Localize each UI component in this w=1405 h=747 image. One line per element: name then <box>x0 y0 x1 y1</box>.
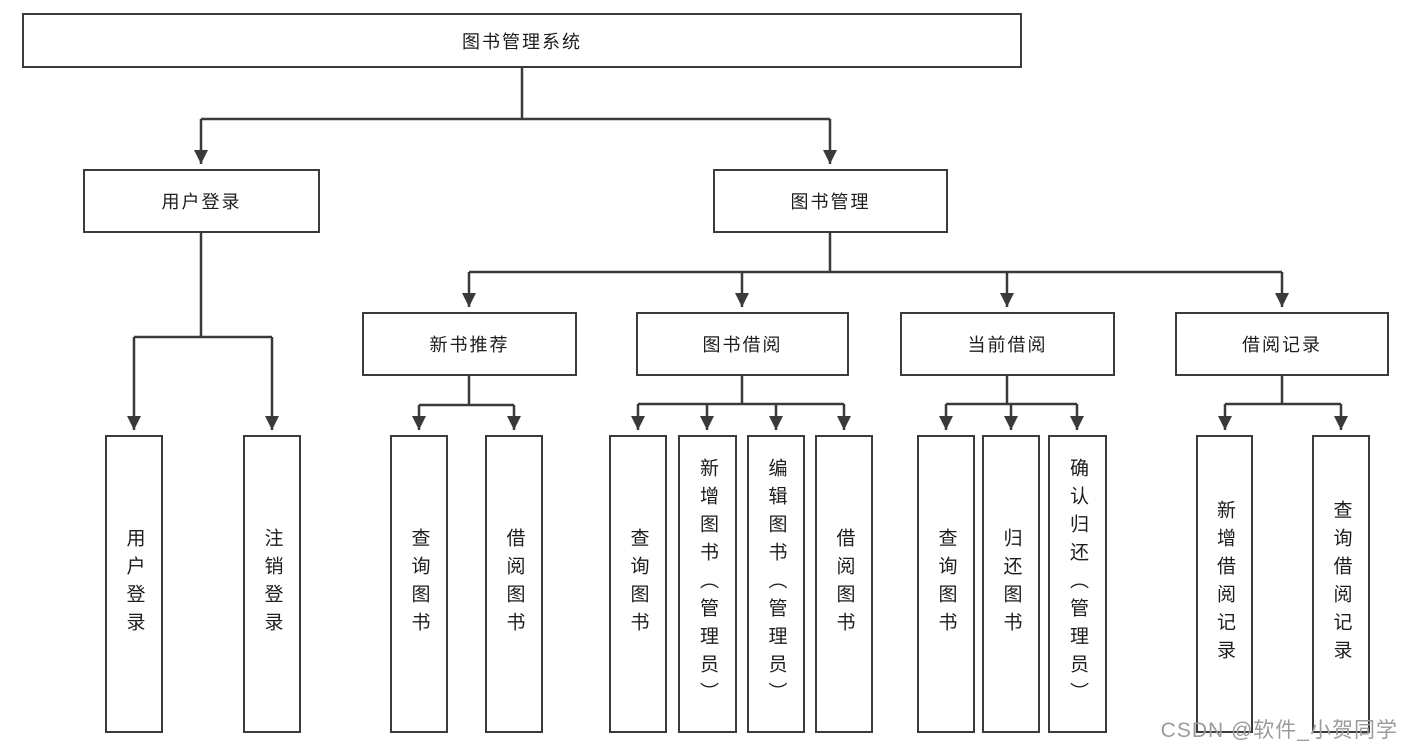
node-leaf-logout-label: 注销登录 <box>261 528 283 640</box>
node-leaf-cb-confirm: 确认归还（管理员） <box>1048 435 1107 733</box>
node-new-books: 新书推荐 <box>362 312 577 376</box>
node-leaf-nb-borrow: 借阅图书 <box>485 435 543 733</box>
node-leaf-user-login: 用户登录 <box>105 435 163 733</box>
csdn-watermark: CSDN @软件_小贺同学 <box>1160 719 1398 742</box>
node-leaf-cb-return-label: 归还图书 <box>1000 528 1022 640</box>
node-leaf-user-login-label: 用户登录 <box>123 528 145 640</box>
node-leaf-logout: 注销登录 <box>243 435 301 733</box>
node-user-login-branch: 用户登录 <box>83 169 320 233</box>
node-leaf-bb-query-label: 查询图书 <box>627 528 649 640</box>
node-leaf-bb-add-label: 新增图书（管理员） <box>697 458 718 710</box>
node-book-borrow: 图书借阅 <box>636 312 849 376</box>
node-leaf-br-query-label: 查询借阅记录 <box>1330 500 1352 668</box>
node-book-borrow-label: 图书借阅 <box>702 335 783 355</box>
node-leaf-nb-query-label: 查询图书 <box>408 528 430 640</box>
node-current-borrow: 当前借阅 <box>900 312 1115 376</box>
node-leaf-bb-borrow-label: 借阅图书 <box>833 528 855 640</box>
node-leaf-nb-query: 查询图书 <box>390 435 448 733</box>
node-leaf-nb-borrow-label: 借阅图书 <box>503 528 525 640</box>
node-leaf-bb-add: 新增图书（管理员） <box>678 435 737 733</box>
node-root: 图书管理系统 <box>22 13 1022 68</box>
node-leaf-cb-query-label: 查询图书 <box>935 528 957 640</box>
node-leaf-br-query: 查询借阅记录 <box>1312 435 1370 733</box>
node-leaf-br-add-label: 新增借阅记录 <box>1214 500 1235 668</box>
node-leaf-bb-query: 查询图书 <box>609 435 667 733</box>
node-leaf-bb-edit-label: 编辑图书（管理员） <box>765 458 787 710</box>
node-leaf-cb-query: 查询图书 <box>917 435 975 733</box>
node-leaf-br-add: 新增借阅记录 <box>1196 435 1253 733</box>
node-borrow-records-label: 借阅记录 <box>1242 335 1322 355</box>
node-book-mgmt-branch: 图书管理 <box>713 169 948 233</box>
node-current-borrow-label: 当前借阅 <box>967 335 1048 355</box>
node-leaf-cb-confirm-label: 确认归还（管理员） <box>1067 458 1088 710</box>
node-new-books-label: 新书推荐 <box>429 335 510 355</box>
node-book-mgmt-branch-label: 图书管理 <box>790 192 871 212</box>
node-borrow-records: 借阅记录 <box>1175 312 1389 376</box>
node-leaf-cb-return: 归还图书 <box>982 435 1040 733</box>
node-leaf-bb-borrow: 借阅图书 <box>815 435 873 733</box>
node-leaf-bb-edit: 编辑图书（管理员） <box>747 435 805 733</box>
node-user-login-branch-label: 用户登录 <box>161 192 242 212</box>
node-root-label: 图书管理系统 <box>462 31 582 52</box>
